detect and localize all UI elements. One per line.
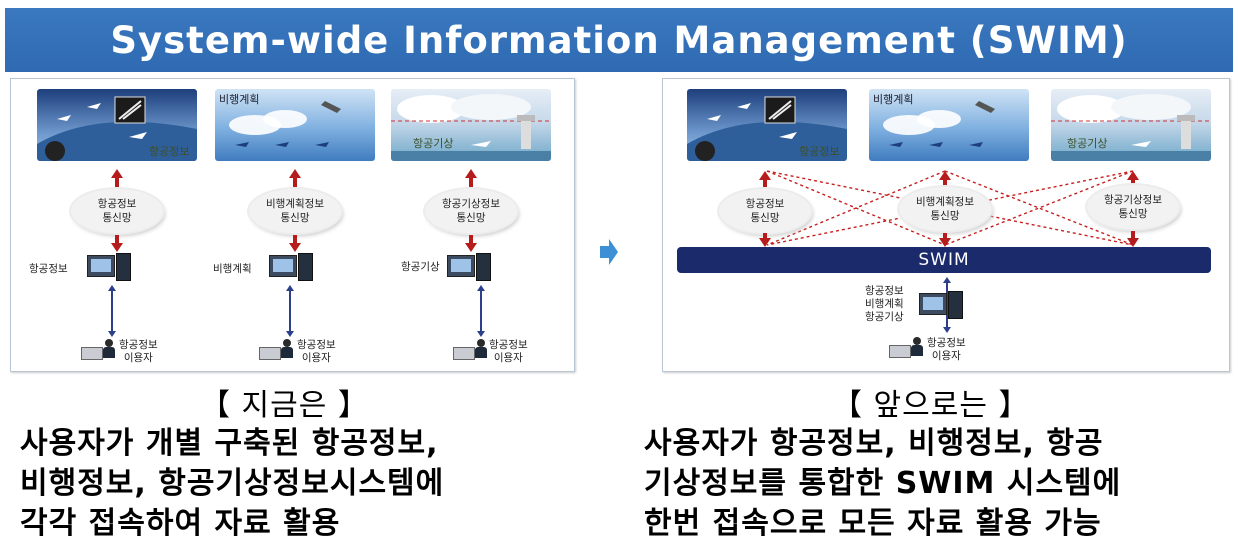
computer-icon — [87, 253, 131, 281]
uplink-arrow-icon — [759, 171, 771, 180]
user-workstation-icon — [453, 339, 487, 360]
future-state-diagram: 항공정보 비행계획 항공기상 — [662, 78, 1230, 372]
airplane-radar-illustration — [37, 96, 197, 161]
current-state-diagram: 항공정보 비행계획 항공기상 항공정보 통신망 비행계 — [10, 78, 575, 372]
downlink-arrow-icon — [289, 243, 301, 252]
downlink-arrow-icon — [465, 243, 477, 252]
title-banner: System-wide Information Management (SWIM… — [5, 8, 1233, 72]
swim-bus: SWIM — [677, 247, 1211, 273]
downlink-arrow-icon — [111, 243, 123, 252]
computer-icon — [919, 291, 963, 319]
weather-tower-illustration — [1051, 94, 1211, 161]
future-state-description: 사용자가 항공정보, 비행정보, 항공 기상정보를 통합한 SWIM 시스템에 … — [644, 426, 1122, 541]
scene-label: 항공정보 — [799, 145, 840, 158]
downlink-arrow-icon — [1127, 238, 1139, 247]
scene-label: 비행계획 — [873, 93, 914, 106]
user-workstation-icon — [259, 339, 293, 360]
current-state-caption: 【 지금은 】 — [200, 388, 369, 423]
connection-line — [480, 291, 482, 331]
airplane-radar-illustration — [687, 96, 847, 161]
scene-label: 항공정보 — [149, 145, 190, 158]
aeronautical-info-scene: 항공정보 — [687, 89, 847, 161]
user-workstation-icon — [81, 339, 115, 360]
weather-tower-illustration — [391, 94, 551, 161]
computer-icon — [447, 253, 491, 281]
downlink-arrow-icon — [939, 238, 951, 247]
uplink-arrow-icon — [289, 169, 301, 178]
uplink-arrow-icon — [465, 169, 477, 178]
flight-plan-scene: 비행계획 — [869, 89, 1029, 161]
satellite-aircraft-illustration — [883, 101, 995, 147]
swim-label: SWIM — [918, 250, 970, 270]
uplink-arrow-icon — [1127, 171, 1139, 180]
system-label: 항공정보 — [29, 263, 68, 275]
page-title: System-wide Information Management (SWIM… — [110, 18, 1128, 62]
flight-plan-scene: 비행계획 — [215, 89, 375, 161]
system-label: 비행계획 — [213, 263, 252, 275]
network-cloud: 항공기상정보 통신망 — [425, 189, 517, 233]
scene-label: 항공기상 — [1067, 137, 1108, 150]
network-cloud: 비행계획정보 통신망 — [249, 189, 341, 233]
transition-arrow-icon — [600, 239, 618, 265]
aeronautical-info-scene: 항공정보 — [37, 89, 197, 161]
uplink-arrow-icon — [111, 169, 123, 178]
integrated-system-labels: 항공정보 비행계획 항공기상 — [865, 285, 904, 323]
system-label: 항공기상 — [401, 261, 440, 273]
connection-line — [111, 291, 113, 331]
aviation-weather-scene: 항공기상 — [1051, 89, 1211, 161]
network-cloud: 항공정보 통신망 — [71, 189, 163, 233]
downlink-arrow-icon — [759, 238, 771, 247]
satellite-aircraft-illustration — [229, 101, 341, 147]
current-state-description: 사용자가 개별 구축된 항공정보, 비행정보, 항공기상정보시스템에 각각 접속… — [20, 426, 445, 541]
computer-icon — [269, 253, 313, 281]
connection-line — [289, 291, 291, 331]
connection-line — [946, 283, 948, 327]
scene-label: 비행계획 — [219, 93, 260, 106]
user-workstation-icon — [889, 337, 923, 358]
future-state-caption: 【 앞으로는 】 — [832, 388, 1030, 423]
scene-label: 항공기상 — [413, 137, 454, 150]
aviation-weather-scene: 항공기상 — [391, 89, 551, 161]
uplink-arrow-icon — [939, 171, 951, 180]
